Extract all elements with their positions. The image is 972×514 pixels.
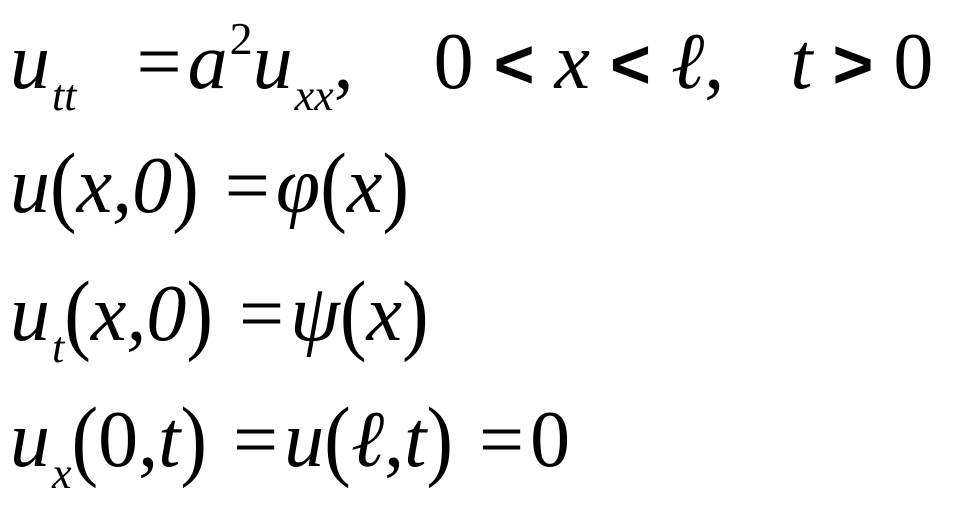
right-paren: ) [186, 264, 214, 364]
subscript-t: t [52, 323, 65, 372]
x-symbol: x [366, 270, 402, 358]
left-paren: ( [50, 136, 77, 236]
less-than: < [493, 25, 535, 103]
zero: 0 [433, 18, 474, 106]
right-paren: ) [382, 136, 409, 236]
equals-sign: = [224, 142, 270, 230]
left-paren: ( [71, 390, 99, 490]
u-symbol: u [252, 18, 293, 106]
u-symbol: u [284, 396, 325, 484]
psi-symbol: ψ [290, 270, 340, 358]
x-symbol: x [346, 142, 383, 230]
left-paren: ( [339, 264, 367, 364]
arguments: x,0 [90, 270, 187, 358]
arguments: x,0 [76, 142, 173, 230]
subscript-xx: xx [294, 71, 334, 120]
comma: , [333, 18, 354, 106]
right-paren: ) [172, 136, 199, 236]
comma: , [384, 396, 405, 484]
boundary-condition: ux(0,t) =u(ℓ,t) =0 [10, 395, 570, 495]
a-symbol: a [187, 18, 228, 106]
subscript-x: x [52, 449, 72, 498]
u-symbol: u [10, 18, 50, 106]
ell-symbol: ℓ [350, 396, 385, 484]
t-symbol: t [790, 18, 813, 106]
subscript-tt: tt [52, 71, 77, 120]
wave-equation: utt =a2uxx, 0 < x < ℓ, t > 0 [10, 16, 933, 118]
t-symbol: t [404, 396, 427, 484]
u-symbol: u [10, 142, 50, 230]
right-paren: ) [180, 390, 208, 490]
initial-velocity-condition: ut(x,0) =ψ(x) [10, 269, 429, 369]
zero: 0 [893, 18, 934, 106]
x-symbol: x [554, 18, 591, 106]
ell-symbol: ℓ [670, 18, 705, 106]
initial-displacement-condition: u(x,0) =φ(x) [10, 141, 409, 231]
zero: 0 [530, 396, 571, 484]
left-paren: ( [324, 390, 351, 490]
left-paren: ( [320, 136, 347, 236]
phi-symbol: φ [275, 142, 321, 230]
greater-than: > [832, 25, 874, 103]
t-symbol: t [158, 396, 181, 484]
superscript-2: 2 [229, 13, 253, 64]
left-paren: ( [64, 264, 91, 364]
right-paren: ) [426, 390, 454, 490]
u-symbol: u [10, 270, 50, 358]
equals-sign: = [239, 270, 285, 358]
u-symbol: u [10, 396, 50, 484]
equals-sign: = [136, 18, 182, 106]
comma: , [704, 18, 725, 106]
less-than: < [610, 25, 651, 103]
equals-sign: = [233, 396, 279, 484]
equals-sign: = [479, 396, 525, 484]
zero-comma: 0, [98, 396, 159, 484]
right-paren: ) [402, 264, 429, 364]
